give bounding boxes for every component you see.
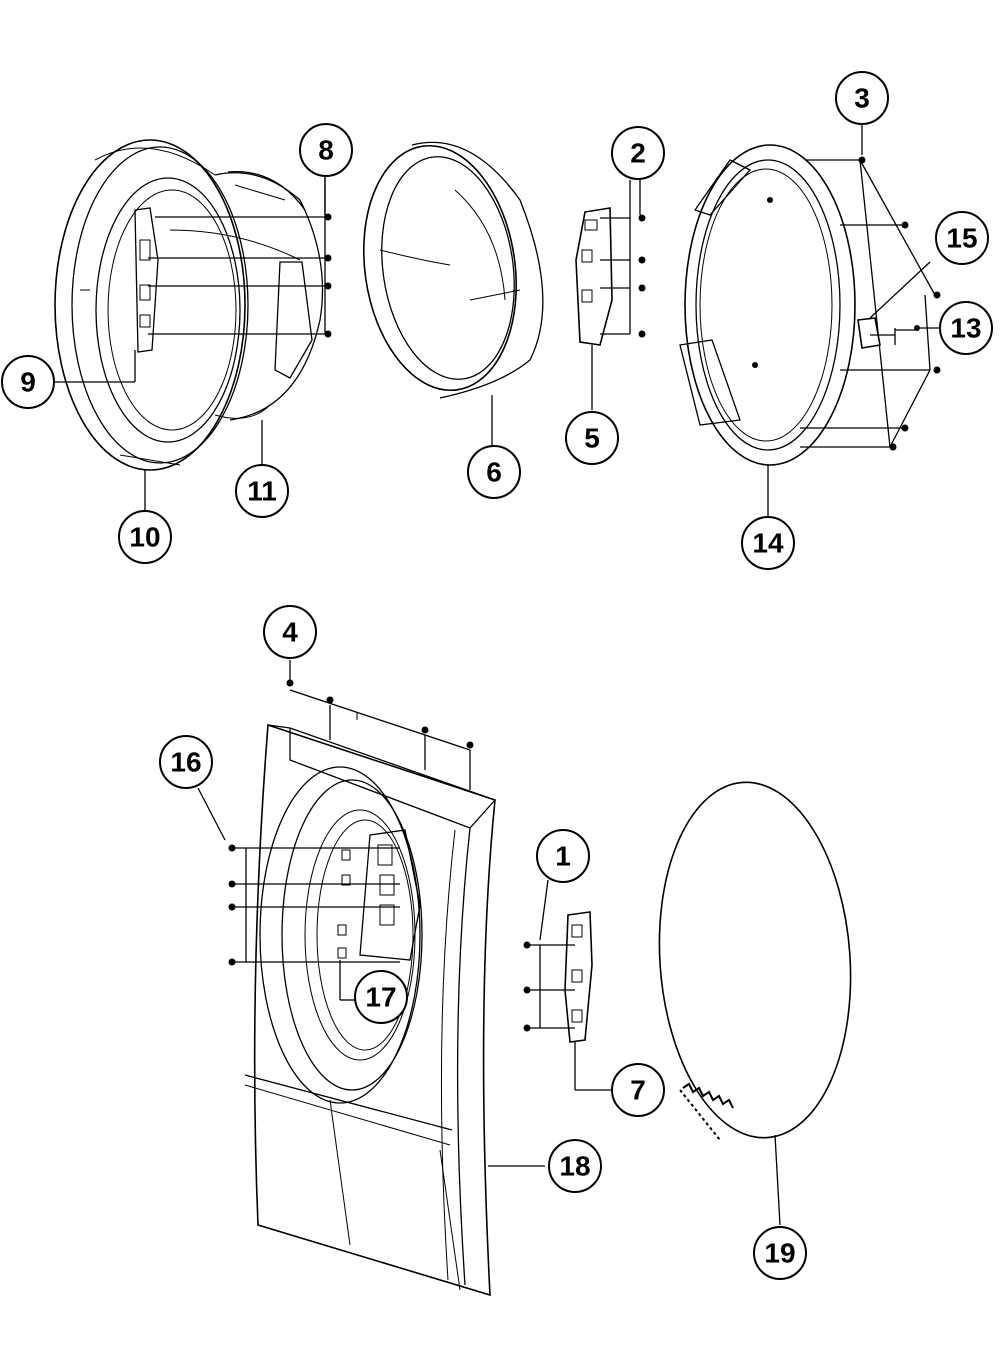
callout-6: 6 <box>467 445 521 499</box>
screws-16 <box>228 844 236 966</box>
callout-label: 15 <box>946 223 977 254</box>
leader-lines-3 <box>800 118 936 448</box>
callout-label: 13 <box>950 313 981 344</box>
callout-label: 9 <box>20 367 36 398</box>
part-5-latch-bracket <box>575 207 613 410</box>
screws-4 <box>286 679 474 749</box>
leader-lines-4 <box>289 660 471 790</box>
part-7-door-lock <box>530 879 612 1091</box>
callout-label: 4 <box>282 617 298 648</box>
leader-lines-2 <box>600 180 631 335</box>
callout-label: 1 <box>555 841 571 872</box>
screws-2 <box>638 214 646 338</box>
callout-13: 13 <box>939 301 993 355</box>
callout-1: 1 <box>536 829 590 883</box>
callout-11: 11 <box>235 464 289 518</box>
spring-coil <box>682 1082 734 1109</box>
callout-label: 14 <box>752 528 784 559</box>
callout-18: 18 <box>548 1139 602 1193</box>
leader-lines-lower-top <box>52 177 641 510</box>
callout-4: 4 <box>263 605 317 659</box>
callout-2: 2 <box>611 126 665 180</box>
part-14-door-back-ring <box>679 144 856 518</box>
callout-label: 19 <box>764 1238 795 1269</box>
callout-label: 8 <box>318 135 334 166</box>
callout-17: 17 <box>354 970 408 1024</box>
part-10-outer-door-frame <box>54 139 249 471</box>
callout-15: 15 <box>935 211 989 265</box>
callout-label: 7 <box>630 1075 646 1106</box>
callout-3: 3 <box>835 71 889 125</box>
callout-8: 8 <box>299 123 353 177</box>
callout-16: 16 <box>159 735 213 789</box>
callout-label: 10 <box>129 522 160 553</box>
callout-7: 7 <box>611 1063 665 1117</box>
callout-label: 5 <box>584 423 600 454</box>
part-11-inner-door-frame <box>169 171 324 421</box>
callout-14: 14 <box>741 516 795 570</box>
leader-lines-16 <box>197 787 400 1001</box>
callout-19: 19 <box>753 1226 807 1280</box>
screws-1 <box>523 941 531 1032</box>
callout-label: 3 <box>854 83 870 114</box>
callout-label: 16 <box>170 747 201 778</box>
callout-9: 9 <box>1 355 55 409</box>
screws-3 <box>858 156 941 451</box>
callout-label: 6 <box>486 457 502 488</box>
callout-label: 17 <box>365 982 396 1013</box>
callout-label: 11 <box>247 476 277 507</box>
callout-label: 18 <box>559 1151 590 1182</box>
callout-10: 10 <box>118 510 172 564</box>
part-19-window-glass <box>658 781 852 1226</box>
part-6-door-glass <box>362 141 544 399</box>
screws-8 <box>324 213 332 338</box>
part-13-hinge-pin <box>857 261 940 349</box>
callout-label: 2 <box>630 138 646 169</box>
callout-5: 5 <box>565 411 619 465</box>
